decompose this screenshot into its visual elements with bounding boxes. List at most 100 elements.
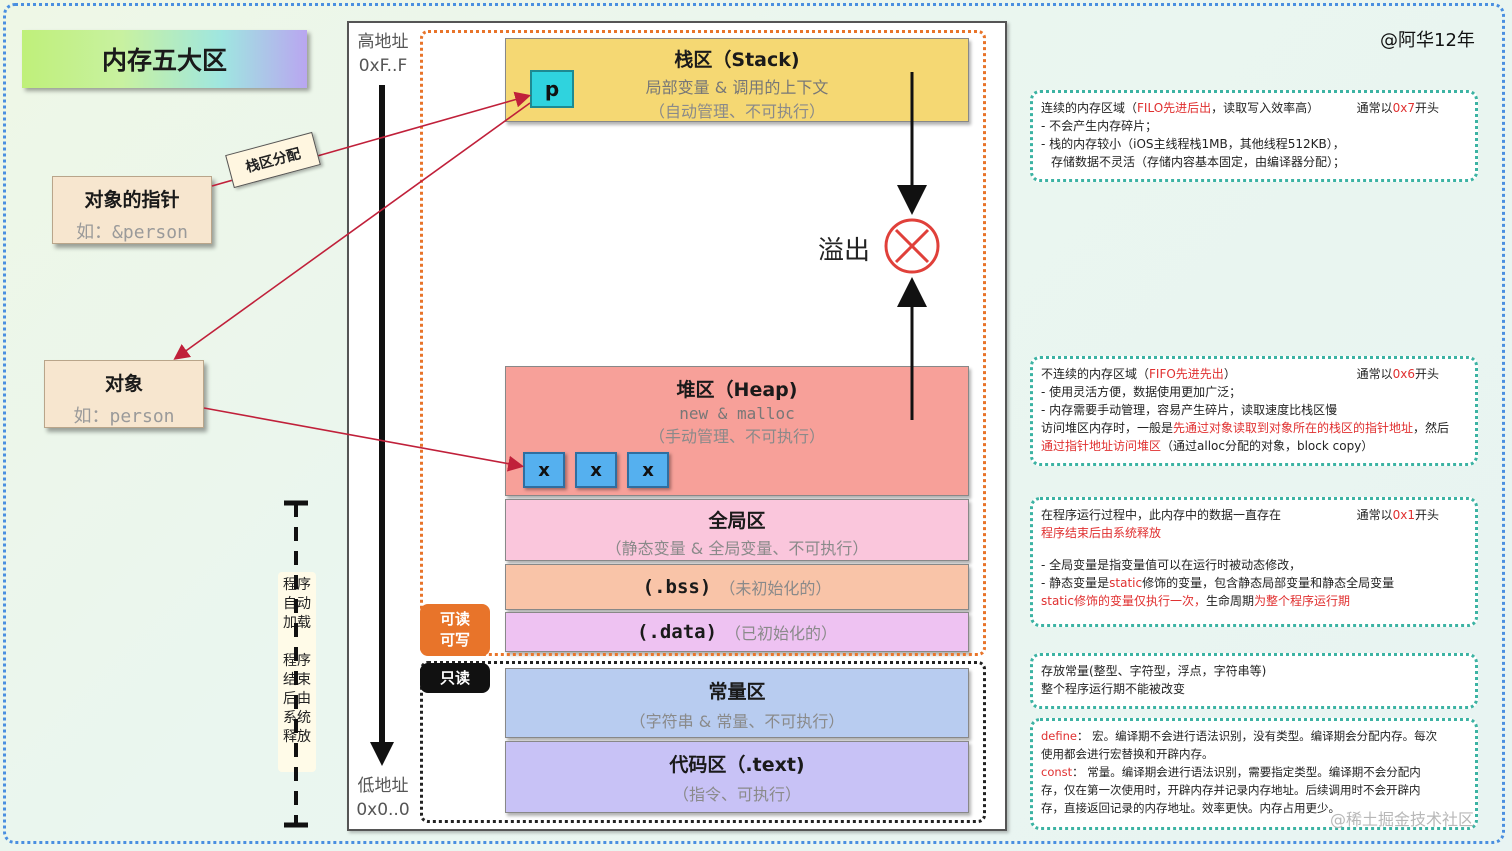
high-address-label: 高地址 [357, 32, 409, 52]
page-title: 内存五大区 [22, 30, 307, 88]
text-info-const: const [1041, 765, 1073, 779]
global-prefix-text: 通常以 [1356, 508, 1393, 522]
low-address-value: 0x0..0 [356, 800, 410, 820]
text-segment: 代码区（.text) （指令、可执行） [505, 741, 969, 813]
heap-name: 堆区（Heap) [676, 379, 798, 401]
global-info-box: 在程序运行过程中，此内存中的数据一直存在 通常以0x1开头 程序结束后由系统释放… [1030, 497, 1478, 627]
object-to-heap-arrow [203, 407, 525, 472]
object-box: 对象 如：person [44, 360, 204, 428]
global-name: 全局区 [708, 510, 766, 532]
stack-prefix-text: 通常以 [1356, 101, 1393, 115]
read-only-badge: 只读 [420, 663, 490, 693]
stack-info-text: 连续的内存区域（ [1041, 101, 1138, 115]
low-address: 低地址 0x0..0 [350, 774, 416, 822]
global-segment: 全局区 （静态变量 & 全局变量、不可执行） [505, 499, 969, 561]
global-info-line: 程序结束后由系统释放 [1041, 526, 1162, 540]
object-box-example: 如：person [73, 406, 175, 427]
high-address-value: 0xF..F [358, 56, 408, 76]
heap-info-line: - 内存需要手动管理，容易产生碎片，读取速度比栈区慢 [1041, 403, 1338, 417]
const-info-box: 存放常量(整型、字符型，浮点，字符串等) 整个程序运行期不能被改变 [1030, 653, 1478, 709]
pointer-box-example: 如：&person [76, 222, 188, 243]
global-prefix-text: 开头 [1414, 508, 1439, 522]
heap-cell: x [575, 452, 617, 488]
stack-prefix-text: 开头 [1414, 101, 1439, 115]
heap-note: （手动管理、不可执行） [648, 427, 825, 446]
global-info-text: 修饰的变量，包含静态局部变量和静态全局变量 [1142, 576, 1395, 590]
const-segment: 常量区 （字符串 & 常量、不可执行） [505, 668, 969, 738]
lifecycle-line: 系统 [283, 710, 311, 726]
stack-note: （自动管理、不可执行） [648, 102, 825, 121]
author-label: @阿华12年 [1380, 30, 1475, 51]
global-info-text: - 静态变量是 [1041, 576, 1110, 590]
stack-info-line: - 栈的内存较小（iOS主线程栈1MB，其他线程512KB）， [1041, 137, 1345, 151]
heap-info-fifo: FIFO先进先出 [1149, 367, 1224, 381]
stack-segment: 栈区（Stack) 局部变量 & 调用的上下文 （自动管理、不可执行） [505, 38, 969, 122]
heap-info-line: - 使用灵活方便，数据使用更加广泛； [1041, 385, 1242, 399]
stack-info-text: ，读取写入效率高） [1211, 101, 1320, 115]
const-name: 常量区 [708, 681, 766, 703]
text-info-text: ： 宏。编译期不会进行语法识别，没有类型。编译期会分配内存。每次 [1076, 729, 1438, 743]
global-info-static: static [1109, 576, 1143, 590]
const-info-line: 存放常量(整型、字符型，浮点，字符串等) [1041, 664, 1267, 678]
pointer-box: 对象的指针 如：&person [52, 176, 212, 244]
pointer-box-title: 对象的指针 [84, 189, 180, 211]
bss-note: （未初始化的） [719, 579, 832, 598]
lifecycle-line: 释放 [283, 729, 311, 745]
bss-name: (.bss) [642, 576, 712, 598]
stack-pointer-cell: p [530, 70, 574, 108]
stack-desc: 局部变量 & 调用的上下文 [645, 78, 829, 97]
heap-info-text: （通过alloc分配的对象，block copy） [1161, 439, 1374, 453]
text-info-box: define： 宏。编译期不会进行语法识别，没有类型。编译期会分配内存。每次 使… [1030, 718, 1478, 830]
stack-info-filo: FILO先进后出 [1137, 101, 1212, 115]
stack-name: 栈区（Stack) [674, 49, 800, 71]
stack-info-box: 连续的内存区域（FILO先进后出，读取写入效率高） 通常以0x7开头 - 不会产… [1030, 90, 1478, 182]
heap-info-text: ，然后 [1413, 421, 1450, 435]
read-write-badge-line1: 可读 [439, 610, 470, 628]
text-info-define: define [1041, 729, 1077, 743]
bss-segment: (.bss) （未初始化的） [505, 564, 969, 610]
text-info-line: 使用都会进行宏替换和开辟内存。 [1041, 747, 1214, 761]
global-info-text: 生命周期 [1205, 594, 1254, 608]
overflow-label: 溢出 [818, 236, 871, 266]
data-segment: (.data) （已初始化的） [505, 612, 969, 652]
outer-frame [3, 3, 1505, 844]
heap-info-highlight: 先通过对象读取到对象所在的栈区的指针地址 [1173, 421, 1414, 435]
text-note: （指令、可执行） [672, 785, 801, 804]
global-info-highlight: static修饰的变量仅执行一次， [1041, 594, 1206, 608]
heap-prefix-text: 通常以 [1356, 367, 1393, 381]
stack-prefix-value: 0x7 [1392, 101, 1415, 115]
stack-to-object-arrow [173, 102, 531, 360]
heap-info-box: 不连续的内存区域（FIFO先进先出） 通常以0x6开头 - 使用灵活方便，数据使… [1030, 356, 1478, 466]
watermark: @稀土掘金技术社区 [1330, 810, 1475, 829]
stack-info-line: - 不会产生内存碎片； [1041, 119, 1158, 133]
heap-info-text: 访问堆区内存时，一般是 [1041, 421, 1174, 435]
global-info-line: 在程序运行过程中，此内存中的数据一直存在 [1041, 508, 1282, 522]
global-info-highlight: 为整个程序运行期 [1253, 594, 1350, 608]
heap-prefix-value: 0x6 [1392, 367, 1415, 381]
global-info-line: - 全局变量是指变量值可以在运行时被动态修改， [1041, 558, 1302, 572]
heap-info-highlight: 通过指针地址访问堆区 [1041, 439, 1162, 453]
text-info-line: 存，直接返回记录的内存地址。效率更快。内存占用更少。 [1041, 801, 1340, 815]
data-note: （已初始化的） [725, 624, 838, 643]
const-note: （字符串 & 常量、不可执行） [629, 712, 845, 731]
low-address-label: 低地址 [357, 776, 409, 796]
object-box-title: 对象 [104, 373, 143, 395]
read-write-region [420, 30, 986, 656]
heap-cell: x [627, 452, 669, 488]
heap-desc: new & malloc [679, 404, 795, 423]
read-write-badge-line2: 可写 [439, 631, 470, 649]
global-prefix-value: 0x1 [1392, 508, 1415, 522]
heap-info-text: 不连续的内存区域（ [1041, 367, 1150, 381]
const-info-line: 整个程序运行期不能被改变 [1041, 682, 1186, 696]
data-name: (.data) [636, 621, 718, 643]
heap-info-text: ） [1223, 367, 1236, 381]
address-direction-head [370, 742, 394, 766]
heap-prefix-text: 开头 [1414, 367, 1439, 381]
text-name: 代码区（.text) [669, 754, 805, 776]
global-note: （静态变量 & 全局变量、不可执行） [605, 539, 869, 558]
high-address: 高地址 0xF..F [350, 30, 416, 78]
text-info-text: ： 常量。编译期会进行语法识别，需要指定类型。编译期不会分配内 [1072, 765, 1421, 779]
stack-info-line: 存储数据不灵活（存储内容基本固定，由编译器分配）； [1051, 155, 1346, 169]
read-write-badge: 可读 可写 [420, 604, 490, 656]
